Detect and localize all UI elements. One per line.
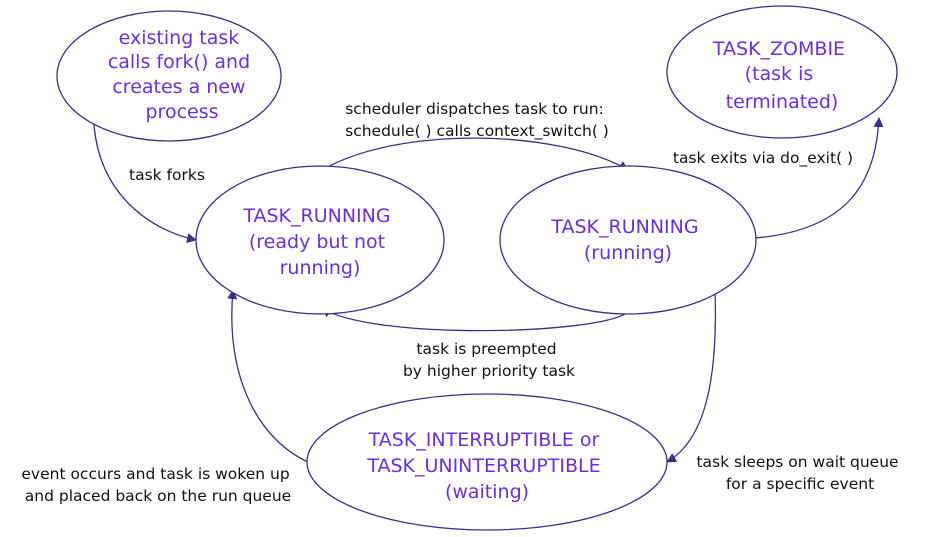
label-running-to-zombie-line-1: task exits via do_exit( ) bbox=[673, 149, 853, 168]
label-waiting-to-ready: event occurs and task is woken up and pl… bbox=[21, 465, 294, 505]
state-running-line-1: TASK_RUNNING bbox=[550, 216, 698, 238]
label-fork-to-ready: task forks bbox=[129, 166, 205, 184]
label-running-to-waiting-line-1: task sleeps on wait queue bbox=[696, 453, 898, 471]
state-fork-line-1: existing task bbox=[119, 27, 240, 49]
state-zombie-line-1: TASK_ZOMBIE bbox=[712, 38, 845, 60]
edge-waiting-to-ready bbox=[227, 289, 309, 463]
state-zombie: TASK_ZOMBIE (task is terminated) bbox=[666, 5, 898, 139]
label-waiting-to-ready-line-2: and placed back on the run queue bbox=[25, 487, 291, 505]
state-fork-line-2: calls fork() and bbox=[108, 51, 250, 73]
state-waiting-text: TASK_INTERRUPTIBLE or TASK_UNINTERRUPTIB… bbox=[366, 429, 606, 503]
label-running-to-ready: task is preempted by higher priority tas… bbox=[403, 340, 575, 380]
label-ready-to-running-line-1: scheduler dispatches task to run: bbox=[345, 100, 604, 118]
state-ready-line-2: (ready but not bbox=[249, 231, 385, 253]
label-waiting-to-ready-line-1: event occurs and task is woken up bbox=[21, 465, 289, 483]
state-zombie-line-3: terminated) bbox=[726, 91, 839, 113]
state-fork-text: existing task calls fork() and creates a… bbox=[108, 27, 256, 123]
state-running-text: TASK_RUNNING (running) bbox=[550, 216, 704, 264]
edge-running-to-ready bbox=[321, 307, 629, 332]
state-fork-line-4: process bbox=[145, 101, 218, 123]
label-fork-to-ready-line-1: task forks bbox=[129, 166, 205, 184]
label-running-to-waiting: task sleeps on wait queue for a specific… bbox=[696, 453, 903, 493]
state-running: TASK_RUNNING (running) bbox=[499, 165, 757, 315]
state-zombie-text: TASK_ZOMBIE (task is terminated) bbox=[712, 38, 851, 113]
state-fork: existing task calls fork() and creates a… bbox=[56, 10, 282, 142]
state-waiting-line-1: TASK_INTERRUPTIBLE or bbox=[368, 429, 600, 451]
edge-ready-to-running bbox=[321, 137, 629, 171]
state-waiting-line-2: TASK_UNINTERRUPTIBLE bbox=[366, 455, 600, 477]
label-running-to-waiting-line-2: for a specific event bbox=[726, 475, 874, 493]
state-ready-line-1: TASK_RUNNING bbox=[242, 205, 390, 227]
edge-fork-to-ready bbox=[93, 124, 197, 243]
state-zombie-line-2: (task is bbox=[745, 63, 814, 85]
edge-running-to-zombie bbox=[754, 117, 884, 239]
label-running-to-ready-line-2: by higher priority task bbox=[403, 362, 575, 380]
label-ready-to-running: scheduler dispatches task to run: schedu… bbox=[345, 100, 609, 141]
edge-running-to-waiting bbox=[666, 289, 717, 463]
label-ready-to-running-line-2: schedule( ) calls context_switch( ) bbox=[345, 122, 609, 141]
state-fork-line-3: creates a new bbox=[112, 76, 245, 98]
state-waiting: TASK_INTERRUPTIBLE or TASK_UNINTERRUPTIB… bbox=[306, 393, 668, 531]
state-waiting-line-3: (waiting) bbox=[445, 481, 529, 503]
label-running-to-zombie: task exits via do_exit( ) bbox=[673, 149, 853, 168]
label-running-to-ready-line-1: task is preempted bbox=[416, 340, 556, 358]
state-ready-line-3: running) bbox=[280, 257, 361, 279]
state-ready-text: TASK_RUNNING (ready but not running) bbox=[242, 205, 396, 279]
state-running-line-2: (running) bbox=[584, 242, 672, 264]
state-ready: TASK_RUNNING (ready but not running) bbox=[195, 165, 445, 315]
